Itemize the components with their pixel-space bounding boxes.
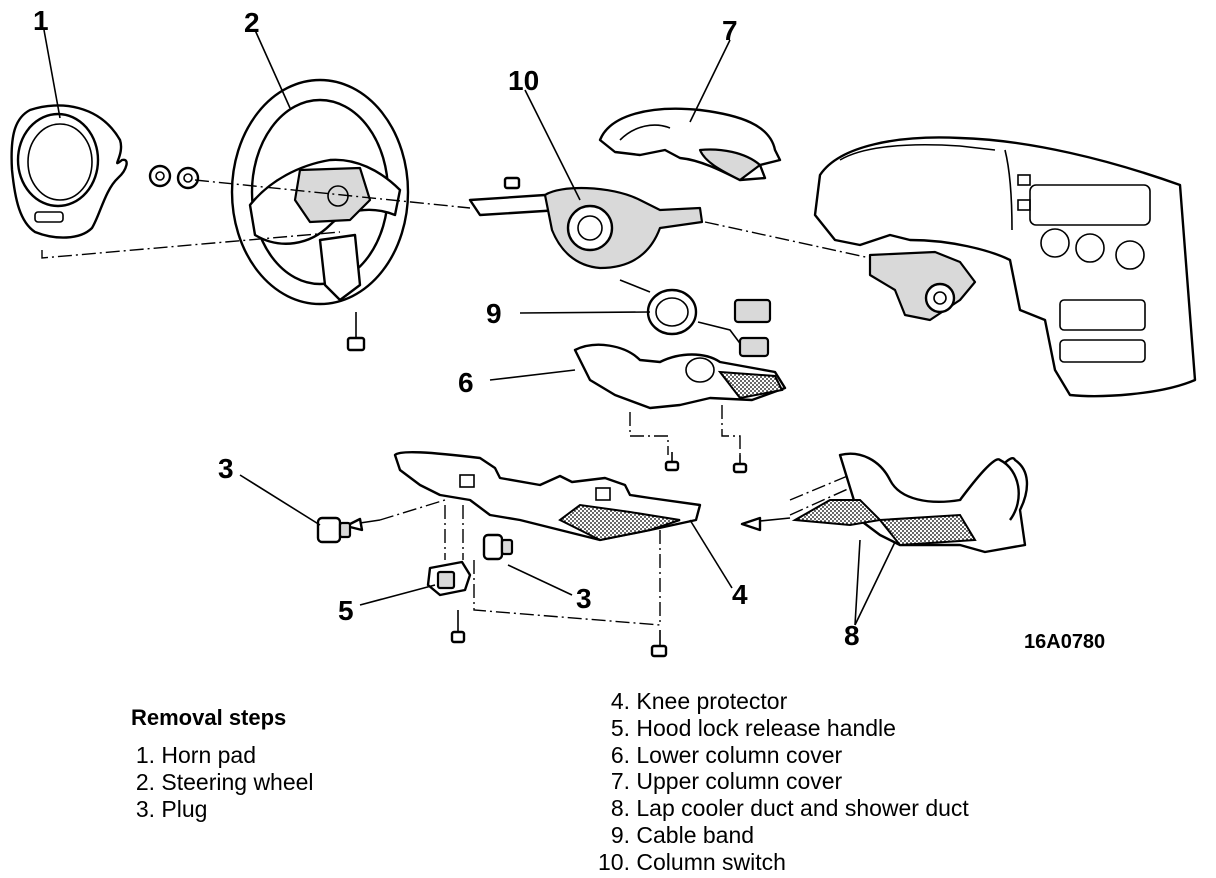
legend-item: 5. Hood lock release handle [610,714,896,741]
plug-left-drawing [316,516,352,544]
callout-7: 7 [722,15,738,46]
callout-2: 2 [244,7,260,38]
horn-pad-axis-line [41,231,341,259]
callout-3-right: 3 [576,583,592,614]
legend-item: 10. Column switch [598,848,786,875]
legend-list-right: 4. Knee protector 5. Hood lock release h… [594,688,969,876]
legend-title: Removal steps [131,705,287,730]
legend-item: 4. Knee protector [610,688,788,714]
lower-column-cover-drawing [573,343,787,410]
callout-3-left: 3 [218,453,234,484]
callout-9: 9 [486,298,502,329]
legend-item: 8. Lap cooler duct and shower duct [610,795,969,822]
legend-item: 2. Steering wheel [135,768,314,795]
callout-1: 1 [33,5,49,36]
hood-lock-release-handle-drawing [426,560,472,597]
plug-right-drawing [482,533,514,561]
screws-lower-cover-drawing [629,405,748,474]
leader-lines [43,29,896,626]
column-switch-drawing [468,176,704,270]
callout-5: 5 [338,595,354,626]
callout-6: 6 [458,367,474,398]
knee-protector-fasteners-drawing [344,499,668,658]
callout-4: 4 [732,579,748,610]
legend-item: 6. Lower column cover [610,741,843,768]
dashboard-drawing [813,136,1197,398]
legend-list-left: 1. Horn pad 2. Steering wheel 3. Plug [133,742,314,822]
legend-item: 3. Plug [135,795,208,822]
horn-pad-drawing [10,104,128,239]
cable-band-drawing [619,279,772,358]
upper-column-cover-drawing [598,107,782,182]
legend-item: 1. Horn pad [135,742,257,768]
callout-10: 10 [508,65,539,96]
callout-8: 8 [844,620,860,651]
legend-item: 7. Upper column cover [610,768,843,795]
figure-code: 16A0780 [1024,631,1105,653]
lap-cooler-duct-drawing [740,452,1029,554]
knee-protector-drawing [393,450,702,542]
steering-wheel-drawing [230,78,410,306]
steering-axis-line [194,179,871,259]
legend-item: 9. Cable band [610,821,755,848]
nut-pair-drawing [148,164,200,190]
screw-wheel-drawing [346,312,366,352]
